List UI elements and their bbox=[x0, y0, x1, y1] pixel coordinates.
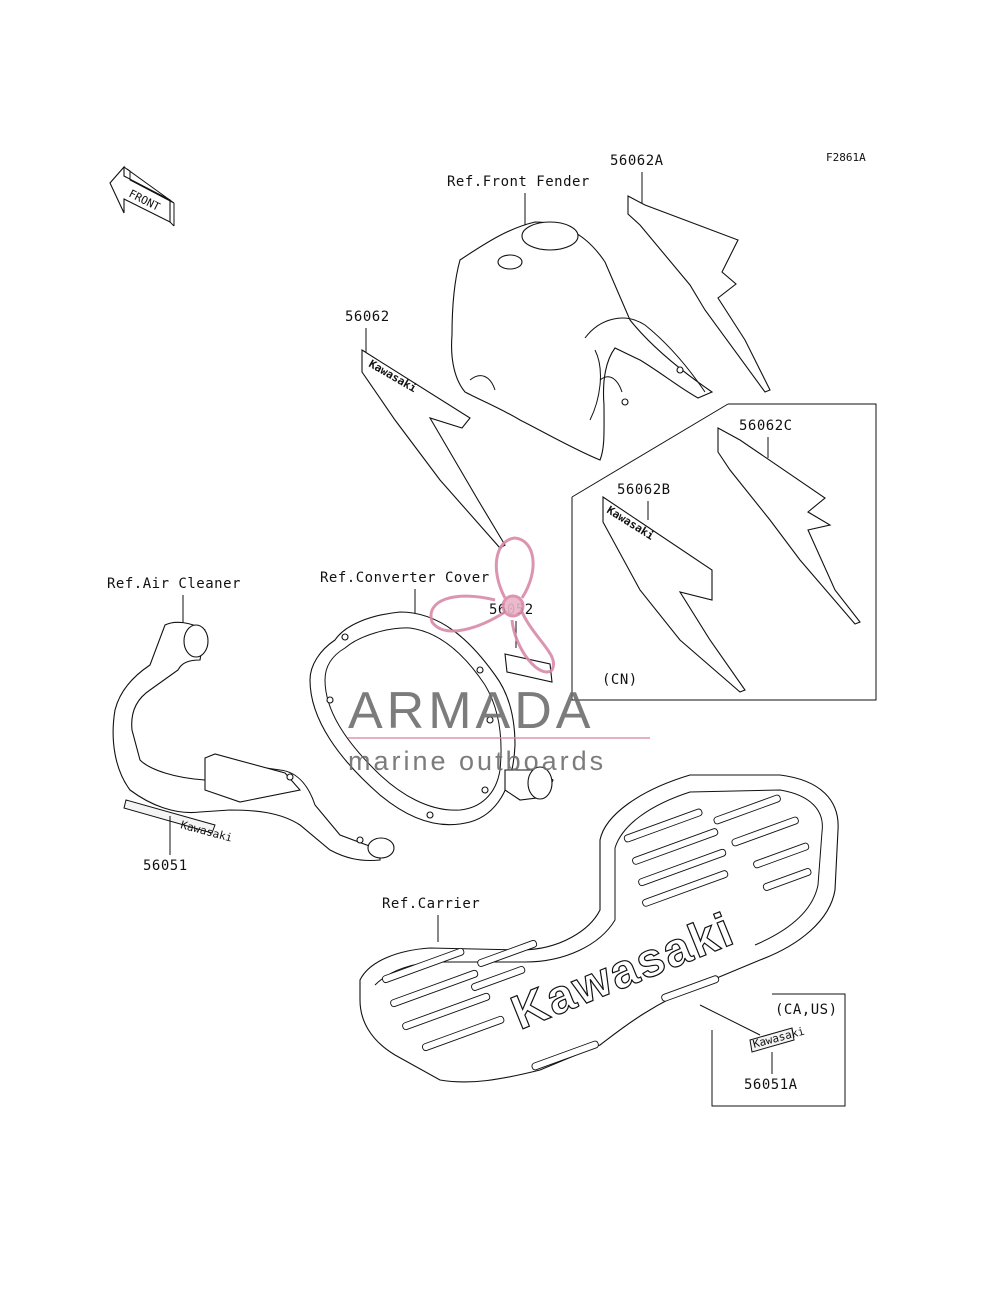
part-56062-label: 56062 bbox=[345, 309, 390, 325]
decal-56062c bbox=[717, 427, 861, 625]
propeller-logo-icon bbox=[429, 536, 555, 674]
air-cleaner-duct bbox=[112, 621, 395, 862]
ref-converter-cover-label: Ref.Converter Cover bbox=[320, 570, 490, 586]
ref-carrier-label: Ref.Carrier bbox=[382, 896, 480, 912]
watermark-title: ARMADA bbox=[348, 682, 594, 740]
converter-cover bbox=[309, 611, 554, 826]
ref-air-cleaner-label: Ref.Air Cleaner bbox=[107, 576, 241, 592]
decal-56051a: Kawasaki bbox=[749, 1025, 806, 1053]
decal-56062a bbox=[627, 195, 771, 393]
decal-56051a-brand: Kawasaki bbox=[751, 1025, 806, 1051]
cn-note: (CN) bbox=[602, 672, 638, 688]
front-arrow-icon: FRONT bbox=[109, 165, 175, 227]
front-fender bbox=[451, 221, 714, 461]
decal-56052 bbox=[504, 653, 553, 683]
ca-us-variant-box bbox=[699, 993, 846, 1107]
figure-code: F2861A bbox=[826, 151, 866, 164]
part-56051a-label: 56051A bbox=[744, 1077, 798, 1093]
part-56062b-label: 56062B bbox=[617, 482, 671, 498]
part-56062a-label: 56062A bbox=[610, 153, 664, 169]
ref-front-fender-label: Ref.Front Fender bbox=[447, 174, 590, 190]
part-56062c-label: 56062C bbox=[739, 418, 793, 434]
cn-variant-box bbox=[571, 403, 877, 701]
part-56051-label: 56051 bbox=[143, 858, 188, 874]
decal-56062b: Kawasaki bbox=[602, 495, 746, 693]
armada-watermark: ARMADA marine outboards bbox=[348, 536, 650, 776]
ca-us-note: (CA,US) bbox=[775, 1002, 838, 1018]
watermark-subtitle: marine outboards bbox=[348, 746, 606, 776]
